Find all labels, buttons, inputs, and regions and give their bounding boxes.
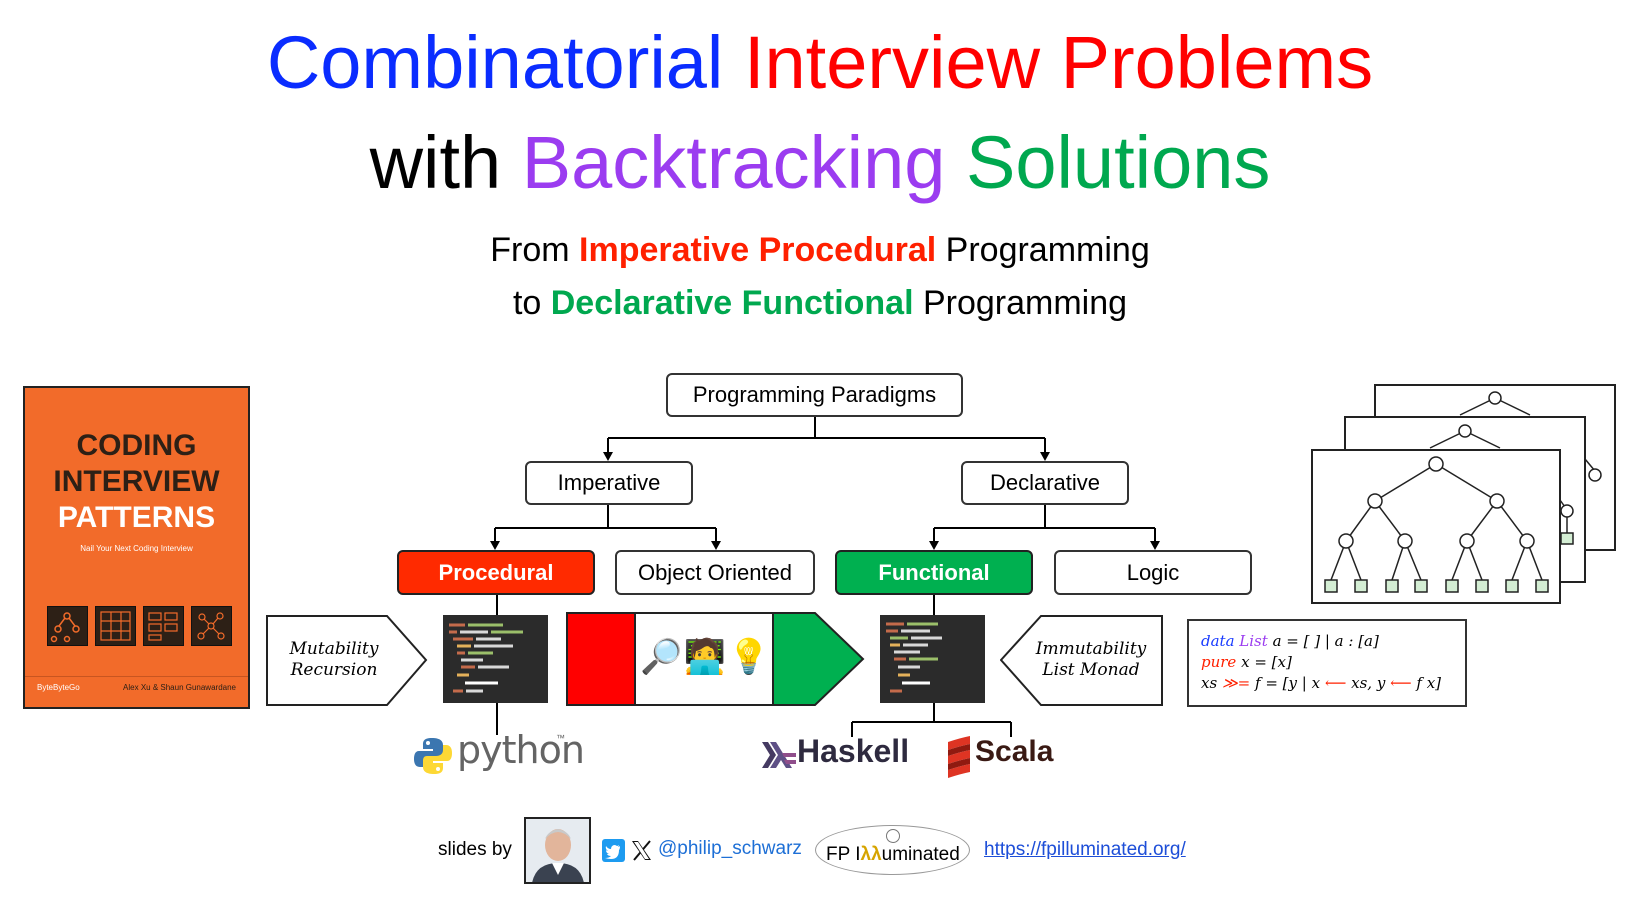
mutability-label: Mutability Recursion bbox=[272, 639, 396, 681]
immutability-label: Immutability List Monad bbox=[1026, 639, 1156, 681]
book-divider bbox=[25, 676, 248, 677]
python-wordmark: python bbox=[457, 728, 585, 772]
code-xs: xs bbox=[1201, 674, 1218, 692]
book-cover: CODING INTERVIEW PATTERNS Nail Your Next… bbox=[23, 386, 250, 709]
code-line-2: pure x = [x] bbox=[1201, 652, 1465, 673]
haskell-wordmark: Haskell bbox=[797, 733, 910, 769]
magnifier-icon: 🔎 bbox=[640, 638, 683, 676]
code-line-3-mid: f = [y | x bbox=[1255, 674, 1321, 692]
table-icon bbox=[143, 606, 184, 646]
subtitle-from: From bbox=[490, 231, 570, 269]
grid-icon bbox=[95, 606, 136, 646]
scala-wordmark: Scala bbox=[975, 735, 1054, 768]
book-authors: Alex Xu & Shaun Gunawardane bbox=[123, 683, 236, 692]
fpilluminated-url-link[interactable]: https://fpilluminated.org/ bbox=[984, 839, 1186, 860]
book-title-patterns: PATTERNS bbox=[57, 501, 216, 534]
code-arrow-1: ⟵ bbox=[1324, 674, 1347, 692]
code-list-type: List bbox=[1239, 632, 1268, 650]
bulb-icon bbox=[886, 829, 900, 843]
immutability-pentagon bbox=[1000, 615, 1163, 706]
code-data-keyword: data bbox=[1201, 632, 1235, 650]
node-declarative: Declarative bbox=[961, 461, 1129, 505]
title-interview-problems: Interview Problems bbox=[743, 21, 1374, 104]
developer-icon: 🧑‍💻 bbox=[683, 638, 727, 676]
recursion-text: Recursion bbox=[290, 660, 378, 680]
twitter-handle-link[interactable]: @philip_schwarz bbox=[658, 838, 802, 859]
code-bind-operator: ≫= bbox=[1221, 674, 1251, 692]
author-avatar bbox=[524, 817, 591, 884]
slides-by-label: slides by bbox=[438, 839, 512, 860]
code-pure-keyword: pure bbox=[1201, 653, 1237, 671]
fp-illuminated-logo: FP Iλλuminated bbox=[815, 825, 970, 875]
subtitle-declarative-functional: Declarative Functional bbox=[550, 284, 914, 322]
list-monad-text: List Monad bbox=[1042, 660, 1140, 680]
title-combinatorial: Combinatorial bbox=[266, 21, 724, 104]
code-line-3-post: f x] bbox=[1416, 674, 1442, 692]
backtracking-trees-stack bbox=[1311, 384, 1616, 604]
node-imperative: Imperative bbox=[525, 461, 693, 505]
book-title-interview: INTERVIEW bbox=[53, 465, 220, 498]
book-publisher: ByteByteGo bbox=[37, 683, 80, 692]
transition-icons: 🔎 🧑‍💻 💡 bbox=[640, 632, 770, 682]
fp-illuminated-text-start: FP I bbox=[826, 844, 861, 865]
subtitle-programming-2: Programming bbox=[922, 284, 1128, 322]
lightbulb-icon: 💡 bbox=[727, 638, 770, 676]
subtitle-line-1: From Imperative Procedural Programming bbox=[0, 228, 1640, 272]
x-logo-icon[interactable] bbox=[630, 839, 653, 862]
subtitle-programming-1: Programming bbox=[945, 231, 1150, 269]
title-with: with bbox=[369, 121, 502, 204]
mutability-pentagon bbox=[266, 615, 428, 706]
python-logo-icon bbox=[413, 736, 453, 776]
node-programming-paradigms: Programming Paradigms bbox=[666, 373, 963, 417]
title-backtracking: Backtracking bbox=[521, 121, 946, 204]
haskell-code-thumbnail bbox=[880, 615, 985, 703]
node-object-oriented: Object Oriented bbox=[615, 550, 815, 595]
title-solutions: Solutions bbox=[965, 121, 1271, 204]
book-title-coding: CODING bbox=[76, 429, 197, 462]
twitter-icon[interactable] bbox=[602, 839, 625, 862]
book-tagline: Nail Your Next Coding Interview bbox=[80, 544, 193, 553]
graph-icon bbox=[191, 606, 232, 646]
fp-illuminated-text: FP Iλλuminated bbox=[826, 844, 960, 866]
list-monad-code: data List a = [ ] | a : [a] pure x = [x]… bbox=[1187, 619, 1467, 707]
code-line-2-rest: x = [x] bbox=[1241, 653, 1292, 671]
code-line-1-rest: a = [ ] | a : [a] bbox=[1272, 632, 1379, 650]
haskell-logo-icon bbox=[762, 742, 796, 768]
code-line-3-mid2: xs, y bbox=[1351, 674, 1386, 692]
immutability-text: Immutability bbox=[1035, 639, 1147, 659]
title-line-1: Combinatorial Interview Problems bbox=[0, 18, 1640, 108]
scala-logo-icon bbox=[946, 736, 972, 778]
subtitle-line-2: to Declarative Functional Programming bbox=[0, 281, 1640, 325]
code-line-1: data List a = [ ] | a : [a] bbox=[1201, 631, 1465, 652]
node-logic: Logic bbox=[1054, 550, 1252, 595]
tree-icon bbox=[47, 606, 88, 646]
python-code-thumbnail bbox=[443, 615, 548, 703]
lamp-icon: λλ bbox=[860, 844, 882, 865]
mutability-text: Mutability bbox=[289, 639, 379, 659]
code-arrow-2: ⟵ bbox=[1390, 674, 1412, 692]
subtitle-to: to bbox=[512, 284, 542, 322]
node-procedural: Procedural bbox=[397, 550, 595, 595]
title-line-2: with Backtracking Solutions bbox=[0, 118, 1640, 208]
paradigm-transition-arrow bbox=[566, 612, 865, 706]
python-trademark: ™ bbox=[556, 733, 565, 743]
subtitle-imperative-procedural: Imperative Procedural bbox=[579, 231, 937, 269]
node-functional: Functional bbox=[835, 550, 1033, 595]
fp-illuminated-text-end: uminated bbox=[881, 844, 960, 865]
code-line-3: xs ≫= f = [y | x ⟵ xs, y ⟵ f x] bbox=[1201, 673, 1465, 694]
